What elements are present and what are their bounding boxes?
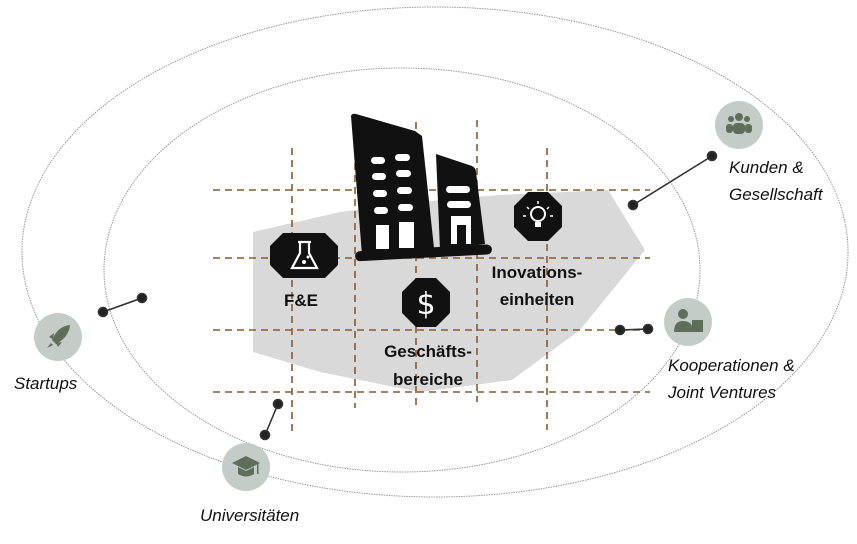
unit-label-inovations-2: einheiten xyxy=(499,290,575,309)
office-building-icon xyxy=(351,113,492,262)
people-group-icon xyxy=(726,113,752,134)
flask-icon xyxy=(270,233,338,278)
dollar-glyph: $ xyxy=(416,287,435,322)
unit-label-inovations-1: Inovations- xyxy=(491,263,583,282)
inner-ellipse xyxy=(103,67,701,473)
partner-kooperationen xyxy=(664,298,712,346)
person-box-icon xyxy=(674,309,703,332)
rocket-icon xyxy=(47,325,70,348)
graduation-cap-icon xyxy=(232,456,260,477)
partner-kunden xyxy=(715,101,763,149)
partner-startups xyxy=(34,313,82,361)
partner-label-kunden-1: Kunden & xyxy=(729,158,804,177)
dollar-icon xyxy=(402,278,450,327)
unit-label-geschaefts-1: Geschäfts- xyxy=(384,342,472,361)
partner-label-koop-1: Kooperationen & xyxy=(668,356,795,375)
unit-label-fe: F&E xyxy=(284,291,318,310)
unit-label-geschaefts-2: bereiche xyxy=(393,370,463,389)
partner-label-koop-2: Joint Ventures xyxy=(668,383,777,402)
lightbulb-icon xyxy=(514,192,562,241)
connectors xyxy=(97,150,718,441)
partner-universitaeten xyxy=(222,443,270,491)
outer-ellipse xyxy=(21,6,849,498)
partner-label-kunden-2: Gesellschaft xyxy=(729,185,823,204)
partner-label-universitaeten: Universitäten xyxy=(200,506,300,525)
partner-label-startups: Startups xyxy=(14,374,78,393)
